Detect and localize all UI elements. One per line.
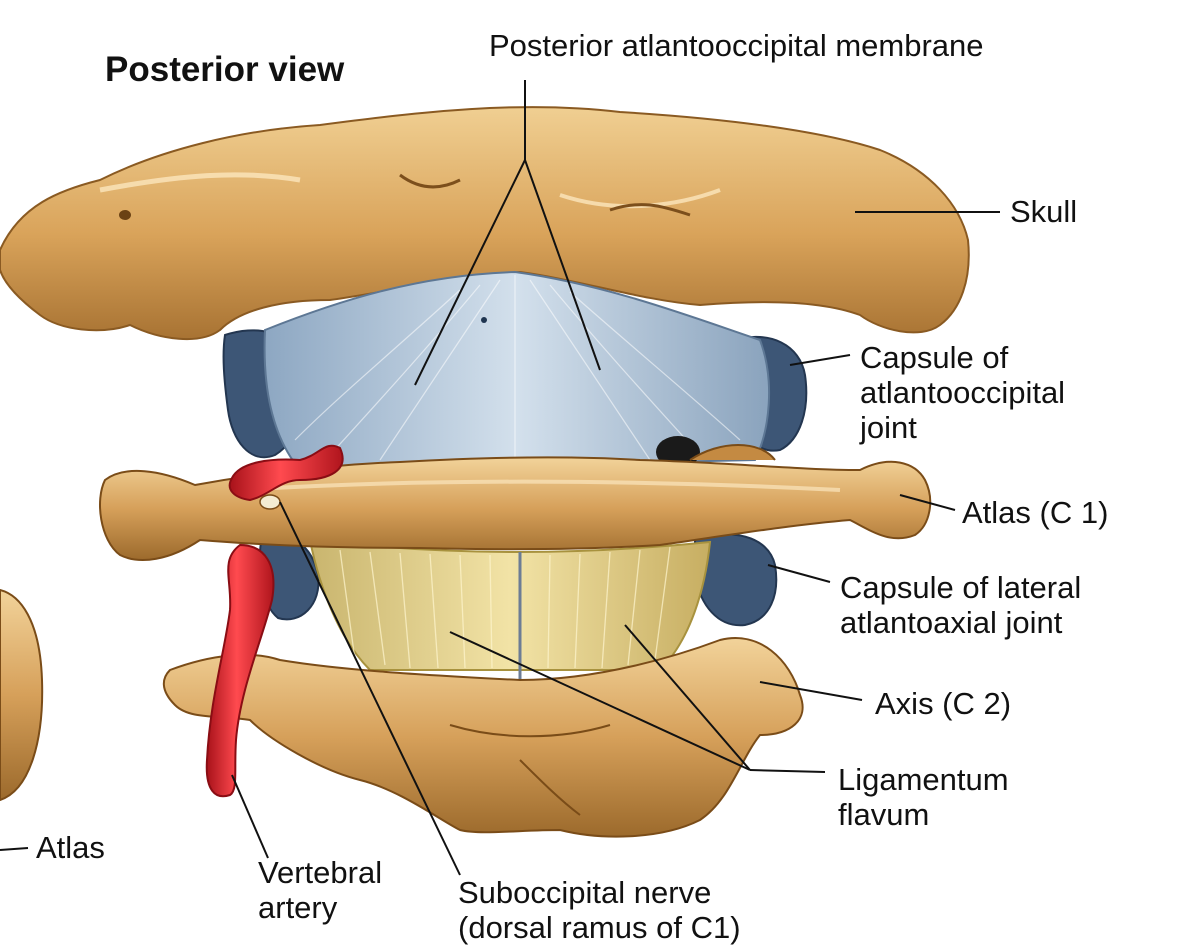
label-skull: Skull <box>1010 194 1078 229</box>
axis-c2-shape <box>162 637 804 838</box>
label-capsule-atlantooccipital: Capsule of atlantooccipital joint <box>860 340 1065 445</box>
label-vertebral-line-2: artery <box>258 890 338 925</box>
label-vertebral-artery: Vertebral artery <box>258 855 382 925</box>
label-suboccipital-line-2: (dorsal ramus of C1) <box>458 910 741 945</box>
ligamentum-flavum <box>308 538 712 671</box>
label-capsule-atlantoaxial: Capsule of lateral atlantoaxial joint <box>840 570 1081 640</box>
label-capsule-ao-line-3: joint <box>860 410 917 445</box>
label-posterior-membrane: Posterior atlantooccipital membrane <box>489 28 984 63</box>
label-lig-flavum-line-2: flavum <box>838 797 930 832</box>
label-capsule-ao-line-1: Capsule of <box>860 340 1009 375</box>
vertebral-artery-shape <box>228 444 344 502</box>
label-axis-c2: Axis (C 2) <box>875 686 1012 721</box>
label-capsule-aa-line-2: atlantoaxial joint <box>840 605 1063 640</box>
label-vertebral-line-1: Vertebral <box>258 855 383 890</box>
label-ligamentum-flavum: Ligamentum flavum <box>838 762 1009 832</box>
label-capsule-aa-line-1: Capsule of lateral <box>840 570 1082 605</box>
label-atlas: Atlas <box>36 830 105 865</box>
label-lig-flavum-line-1: Ligamentum <box>838 762 1009 797</box>
leader-lines <box>0 80 1000 876</box>
capsule-atlantoaxial-right <box>694 533 778 627</box>
label-capsule-ao-line-2: atlantooccipital <box>860 375 1066 410</box>
label-atlas-c1: Atlas (C 1) <box>962 495 1109 530</box>
posterior-atlantooccipital-membrane <box>263 270 771 472</box>
label-suboccipital-nerve: Suboccipital nerve (dorsal ramus of C1) <box>458 875 741 945</box>
label-suboccipital-line-1: Suboccipital nerve <box>458 875 712 910</box>
atlas-remnant-left <box>0 588 44 802</box>
skull-shape <box>0 106 970 341</box>
page-title: Posterior view <box>105 50 345 89</box>
atlas-c1-shape <box>99 456 932 561</box>
